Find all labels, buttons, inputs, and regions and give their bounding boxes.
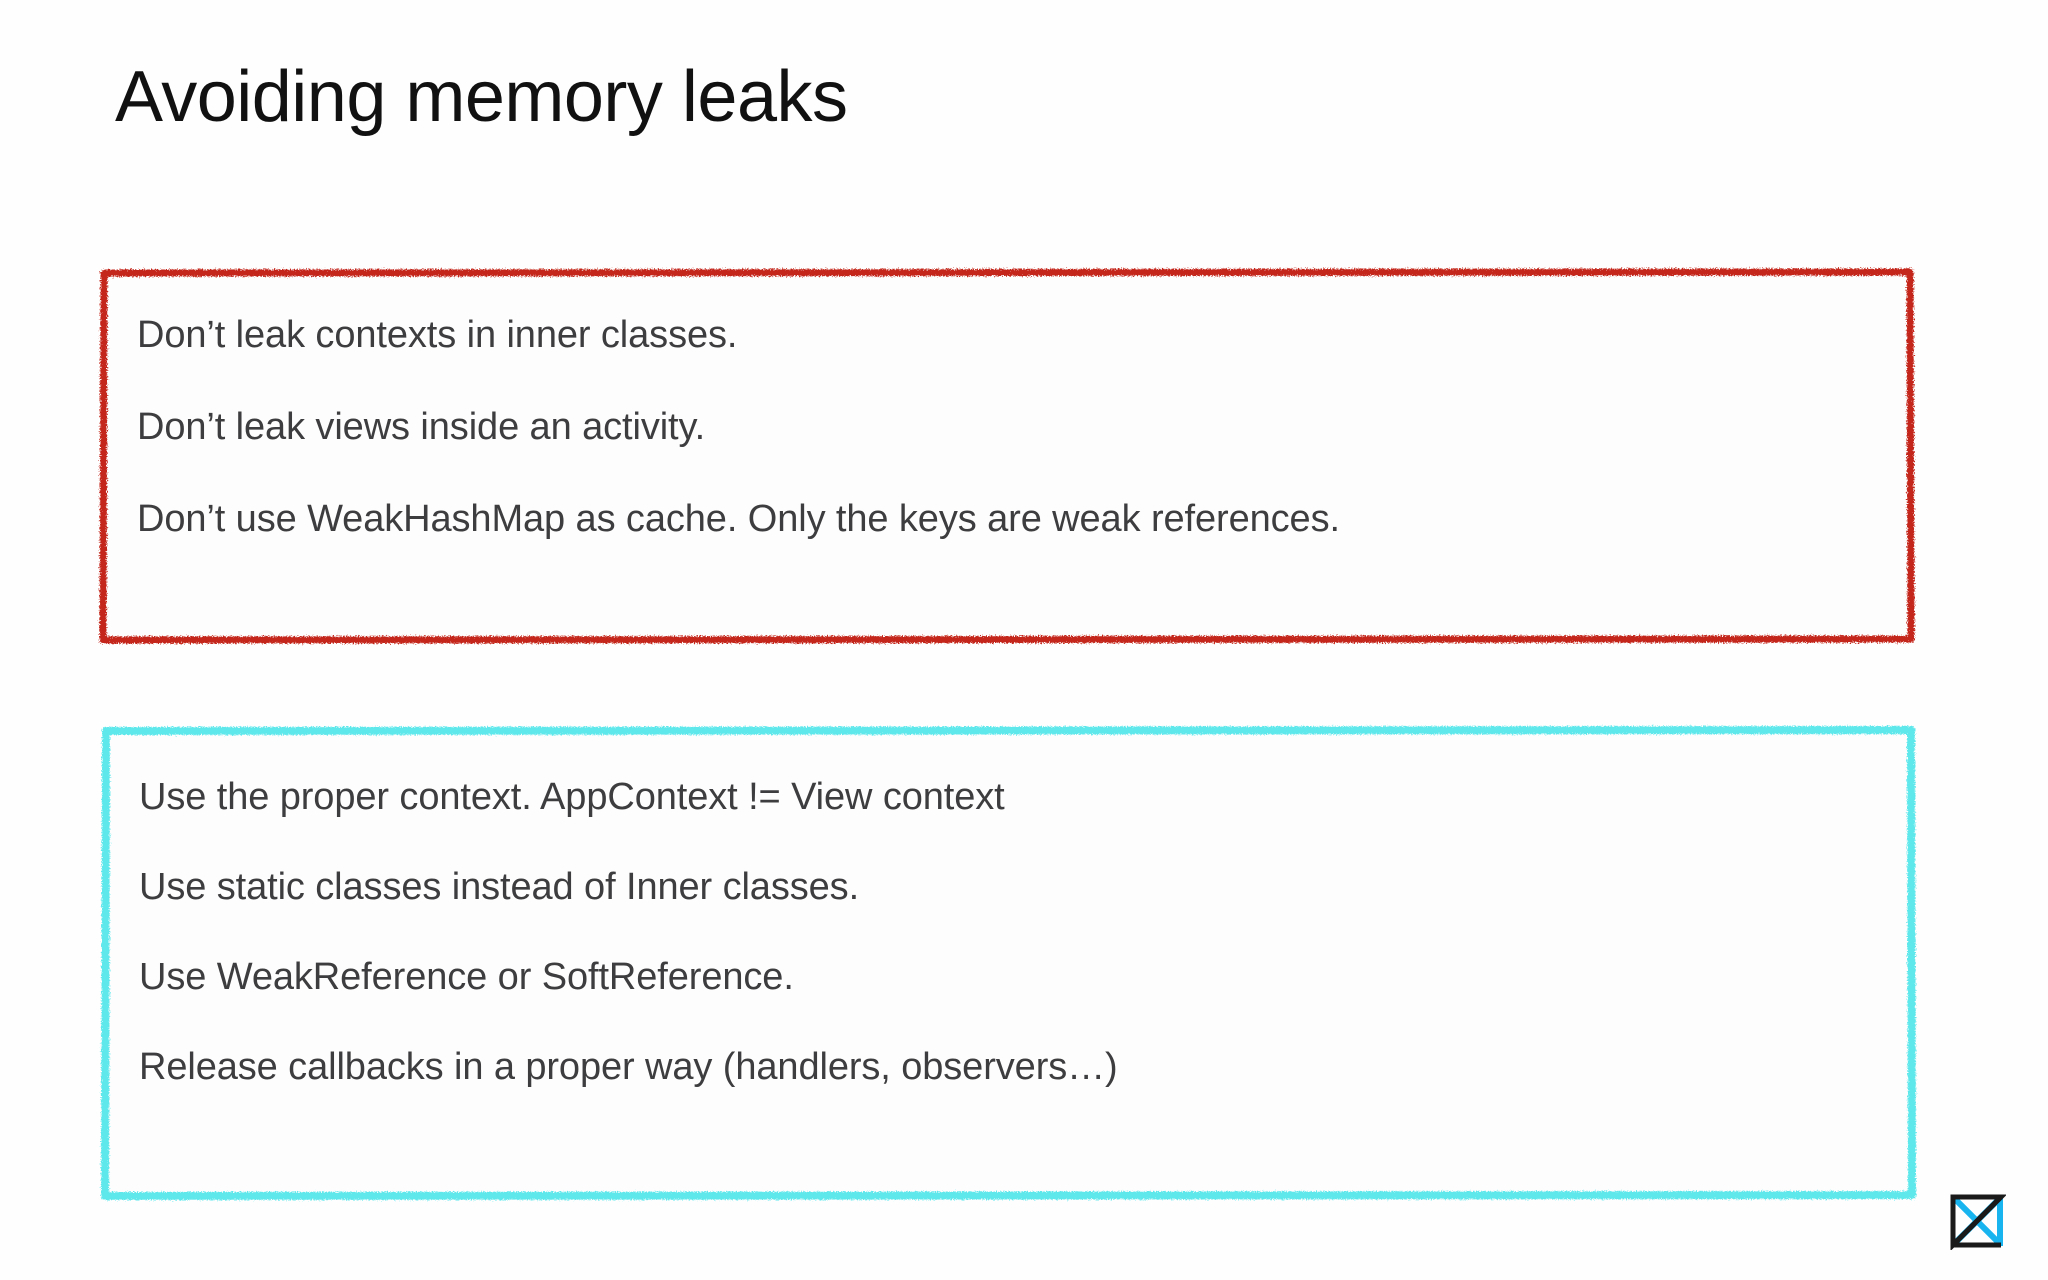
list-item: Release callbacks in a proper way (handl… — [139, 1046, 1118, 1088]
bowtie-logo-icon — [1950, 1194, 2006, 1250]
list-item: Don’t use WeakHashMap as cache. Only the… — [137, 498, 1340, 540]
list-item: Use the proper context. AppContext != Vi… — [139, 776, 1005, 818]
dos-box-content: Use the proper context. AppContext != Vi… — [105, 730, 1912, 1196]
list-item: Don’t leak contexts in inner classes. — [137, 314, 738, 356]
dos-box: Use the proper context. AppContext != Vi… — [101, 726, 1916, 1200]
list-item: Use static classes instead of Inner clas… — [139, 866, 860, 908]
donts-box: Don’t leak contexts in inner classes. Do… — [99, 268, 1915, 644]
donts-box-content: Don’t leak contexts in inner classes. Do… — [103, 272, 1911, 640]
list-item: Use WeakReference or SoftReference. — [139, 956, 794, 998]
page-title: Avoiding memory leaks — [115, 57, 848, 137]
list-item: Don’t leak views inside an activity. — [137, 406, 706, 448]
